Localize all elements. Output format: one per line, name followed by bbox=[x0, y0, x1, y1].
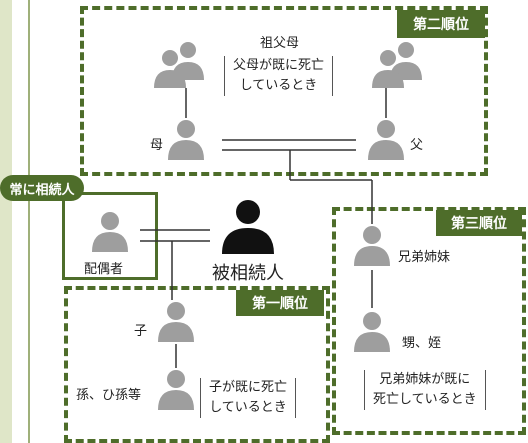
third-rank-tag: 第三順位 bbox=[436, 210, 522, 236]
siblings-deceased-line1: 兄弟姉妹が既に bbox=[379, 372, 471, 387]
always-heir-tag: 常に相続人 bbox=[0, 175, 84, 201]
grandchild-label: 孫、ひ孫等 bbox=[76, 388, 142, 403]
nephew-niece-label: 甥、姪 bbox=[402, 336, 442, 351]
left-margin-line bbox=[28, 0, 30, 443]
child-deceased-line2: しているとき bbox=[209, 400, 287, 415]
spouse-label: 配偶者 bbox=[84, 262, 124, 277]
second-rank-tag: 第二順位 bbox=[397, 10, 485, 38]
deceased-label: 被相続人 bbox=[212, 263, 284, 284]
grandchild-icon bbox=[158, 370, 194, 410]
first-rank-tag: 第一順位 bbox=[236, 290, 324, 316]
siblings-deceased-note: 兄弟姉妹が既に 死亡しているとき bbox=[364, 370, 486, 410]
grandparents-right-icon bbox=[372, 42, 422, 88]
deceased-person-icon bbox=[222, 200, 274, 254]
left-margin-band bbox=[0, 0, 12, 443]
child-icon bbox=[158, 302, 194, 342]
grandparents-left-icon bbox=[154, 42, 204, 88]
parents-deceased-note: 父母が既に死亡 しているとき bbox=[224, 56, 334, 96]
mother-icon bbox=[168, 120, 204, 160]
third-rank-box bbox=[332, 207, 526, 435]
parents-deceased-line1: 父母が既に死亡 bbox=[233, 58, 325, 73]
first-rank-box bbox=[64, 286, 330, 443]
child-deceased-note: 子が既に死亡 しているとき bbox=[200, 378, 297, 418]
grandparents-label: 祖父母 bbox=[260, 36, 300, 51]
child-deceased-line1: 子が既に死亡 bbox=[209, 380, 288, 395]
second-rank-box bbox=[80, 6, 488, 176]
mother-label: 母 bbox=[150, 138, 164, 153]
siblings-icon bbox=[354, 226, 390, 266]
father-label: 父 bbox=[410, 138, 424, 153]
siblings-label: 兄弟姉妹 bbox=[398, 250, 451, 265]
parents-deceased-line2: しているとき bbox=[239, 78, 318, 93]
spouse-box bbox=[62, 192, 158, 280]
siblings-deceased-line2: 死亡しているとき bbox=[373, 392, 477, 407]
father-icon bbox=[368, 120, 404, 160]
nephew-niece-icon bbox=[354, 312, 390, 352]
child-label: 子 bbox=[134, 324, 148, 339]
spouse-icon bbox=[92, 212, 128, 252]
